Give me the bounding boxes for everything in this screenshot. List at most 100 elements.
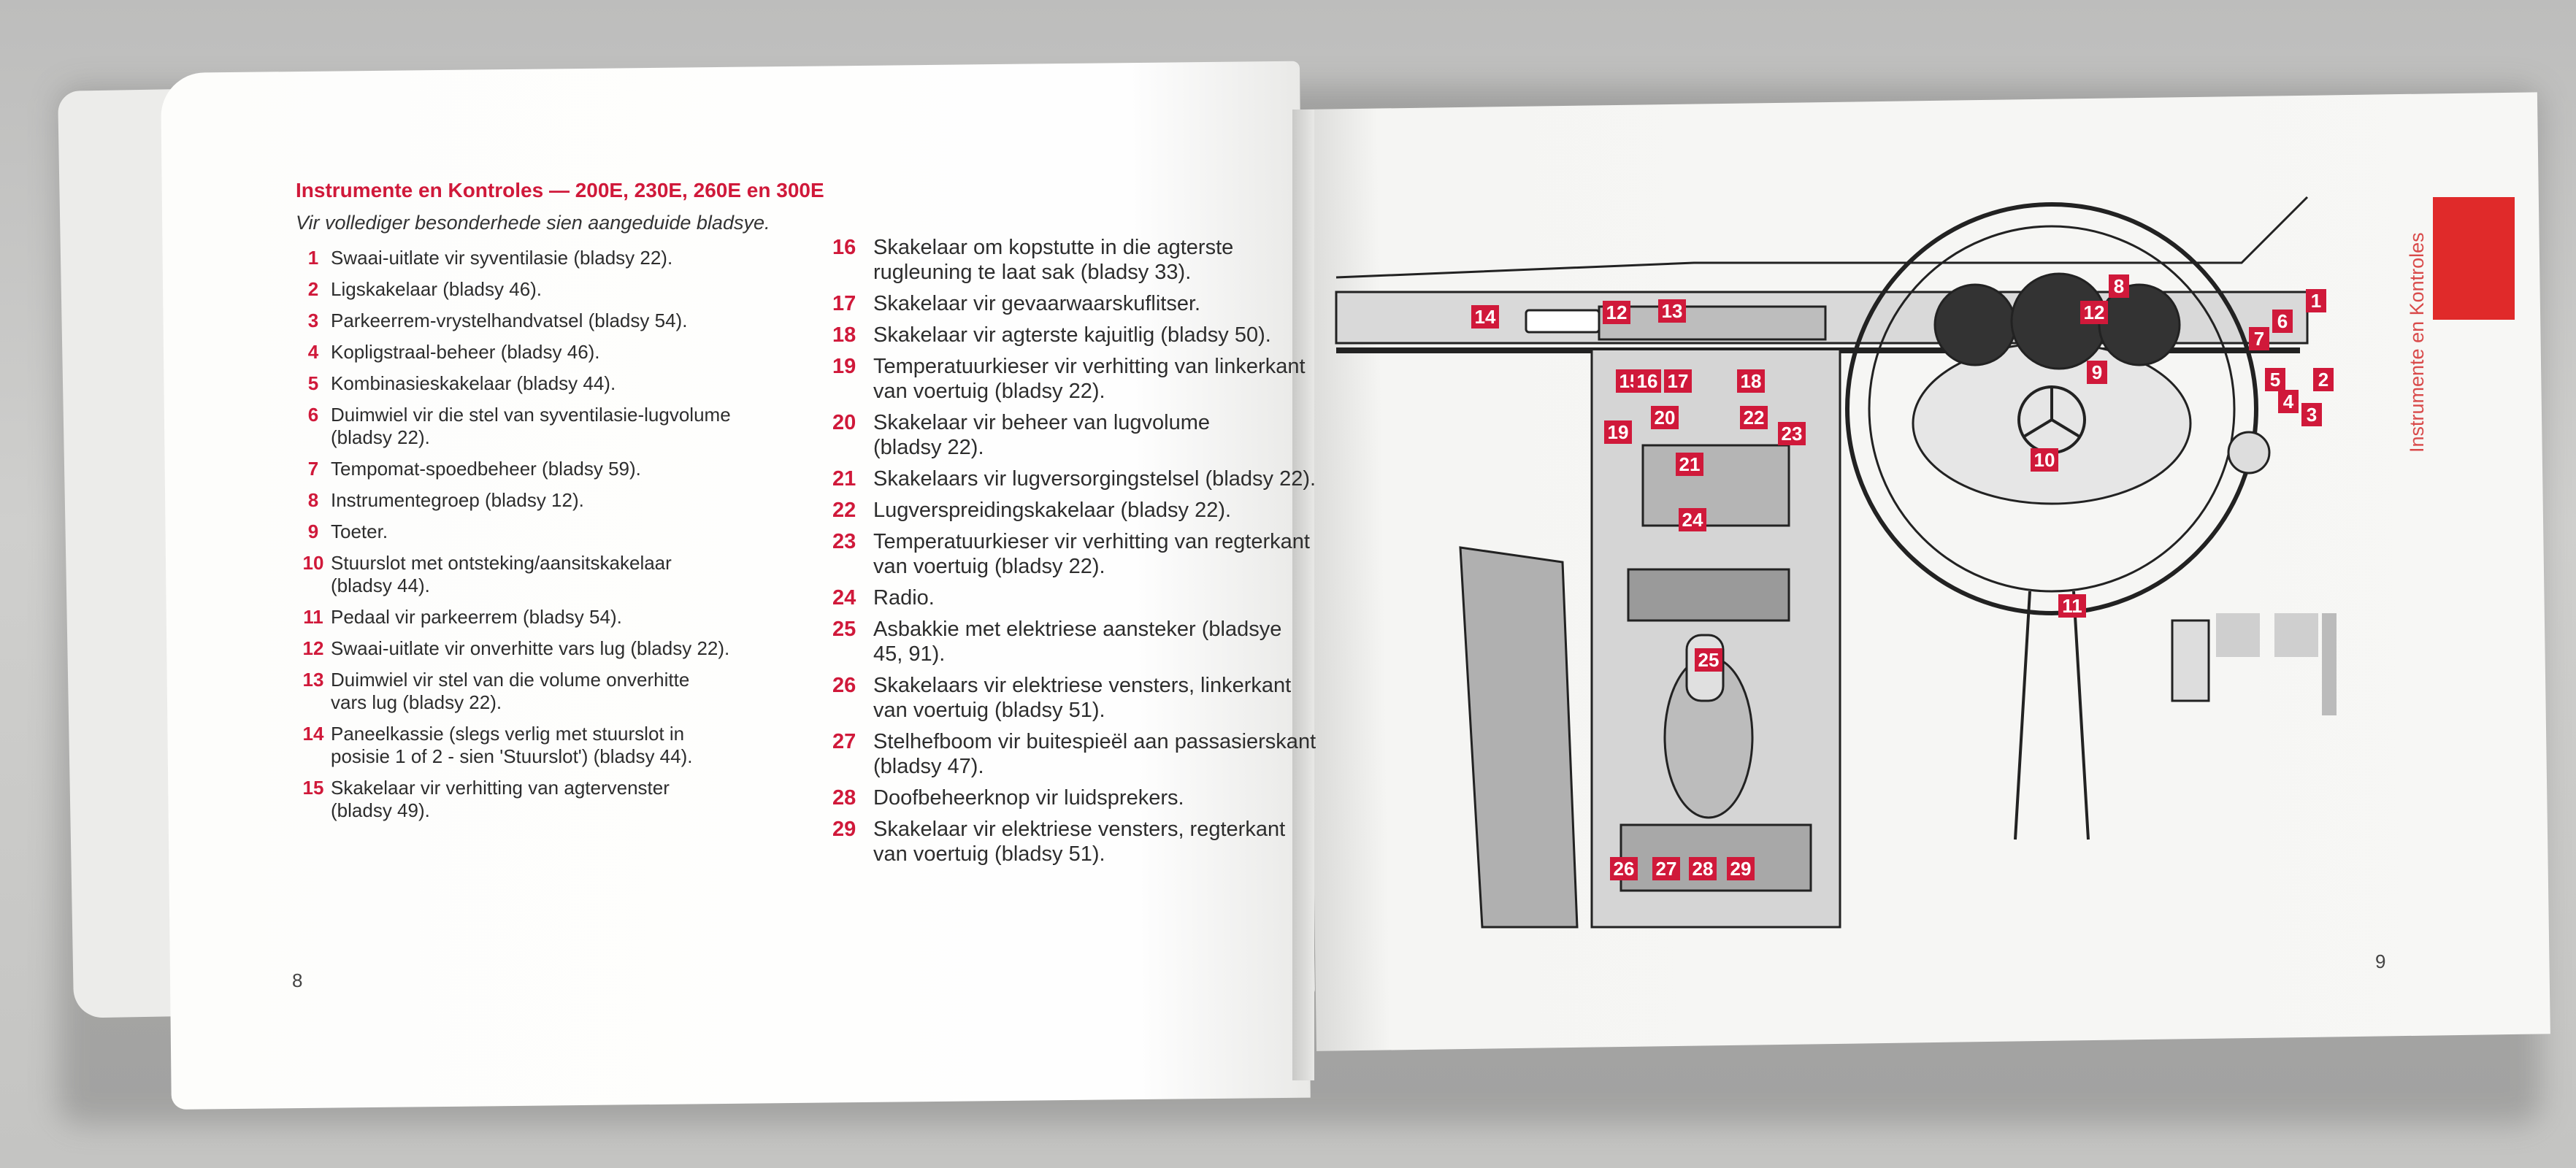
callout-marker	[2265, 368, 2285, 391]
steering-wheel-inner	[1868, 225, 2236, 593]
gauge-right	[2098, 283, 2181, 366]
legend-item-number: 2	[307, 278, 319, 300]
climate-controls	[1641, 444, 1790, 527]
callout-label: 20	[1655, 407, 1676, 429]
callout-marker	[2313, 368, 2334, 391]
callout-label: 3	[2307, 404, 2317, 426]
legend-item-number: 18	[832, 323, 856, 347]
legend-item-text: Kombinasieskakelaar (bladsy 44).	[331, 372, 616, 394]
callout-label: 27	[1656, 858, 1677, 880]
callout-label: 8	[2114, 275, 2124, 297]
callout-label: 17	[1668, 370, 1689, 392]
callout-marker	[1689, 857, 1717, 880]
legend-item-number: 4	[307, 341, 319, 363]
legend-item-number: 3	[307, 310, 319, 331]
legend-item-text: Radio.	[873, 586, 935, 610]
legend-item-text: Duimwiel vir stel van die volume onverhi…	[331, 669, 690, 713]
legend-item-number: 14	[302, 723, 324, 745]
left-trim	[1459, 546, 1579, 929]
page-subheading: Vir vollediger besonderhede sien aangedu…	[296, 212, 770, 234]
callout-marker	[1652, 857, 1680, 880]
page-heading: Instrumente en Kontroles — 200E, 230E, 2…	[296, 179, 824, 201]
book-gutter	[1292, 110, 1314, 1080]
legend-item-number: 26	[832, 674, 856, 697]
legend-item-text: Ligskakelaar (bladsy 46).	[331, 278, 543, 300]
legend-item-text: Tempomat-spoedbeheer (bladsy 59).	[331, 458, 641, 480]
callout-label: 4	[2283, 391, 2294, 412]
legend-item-number: 9	[307, 520, 319, 542]
legend-item-number: 5	[307, 372, 319, 394]
callout-marker	[2031, 448, 2058, 472]
callout-label: 1	[2311, 290, 2321, 312]
legend-item-number: 29	[832, 818, 856, 841]
callout-marker	[1471, 305, 1499, 328]
callout-label: 21	[1679, 453, 1701, 475]
legend-item-number: 13	[302, 669, 324, 691]
legend-item: 26 Skakelaars vir elektriese vensters, li…	[832, 673, 1300, 723]
callout-label: 2	[2318, 369, 2328, 391]
callout-label: 25	[1698, 649, 1720, 671]
pedal-brake	[2216, 613, 2260, 657]
callout-marker	[1658, 299, 1686, 323]
legend-item-text: Skakelaars vir elektriese vensters, link…	[873, 674, 1292, 722]
callout-marker	[2080, 301, 2108, 324]
callout-marker	[1727, 857, 1755, 880]
legend-item-number: 7	[307, 458, 319, 480]
callout-label: 5	[2270, 369, 2280, 391]
legend-item: 3 Parkeerrem-vrystelhandvatsel (bladsy 54…	[296, 310, 821, 332]
center-vents	[1598, 305, 1827, 341]
legend-item-text: Paneelkassie (slegs verlig met stuurslot…	[331, 723, 693, 767]
legend-item-number: 11	[303, 606, 323, 628]
legend-item-text: Duimwiel vir die stel van syventilasie-l…	[331, 404, 731, 448]
legend-item: 11 Pedaal vir parkeerrem (bladsy 54).	[296, 606, 821, 629]
legend-item-text: Skakelaar vir elektriese vensters, regte…	[873, 818, 1286, 866]
callout-marker	[2272, 310, 2293, 333]
legend-item: 29 Skakelaar vir elektriese vensters, reg…	[832, 817, 1300, 867]
legend-item-number: 19	[832, 355, 856, 378]
legend-item-number: 20	[832, 411, 856, 434]
legend-item-text: Parkeerrem-vrystelhandvatsel (bladsy 54)…	[331, 310, 688, 331]
callout-label: 16	[1637, 370, 1658, 392]
callout-marker	[1740, 406, 1768, 429]
page-number-right: 9	[2375, 950, 2386, 972]
legend-item-number: 27	[832, 730, 856, 753]
callout-marker	[2109, 274, 2129, 298]
radio-unit	[1627, 568, 1790, 622]
callout-marker	[1664, 369, 1692, 393]
callout-label: 7	[2254, 328, 2264, 350]
legend-item-text: Skakelaar vir verhitting van agtervenste…	[331, 777, 670, 821]
page-number-left: 8	[292, 969, 303, 991]
callout-marker	[2301, 403, 2322, 426]
section-tab-marker	[2433, 197, 2515, 320]
callout-marker	[2058, 594, 2086, 618]
pedal-clutch	[2274, 613, 2318, 657]
callout-label: 26	[1614, 858, 1635, 880]
callout-label: 12	[1606, 301, 1628, 323]
dash-top-outline	[1335, 196, 2309, 279]
callout-label: 22	[1744, 407, 1765, 429]
callout-marker	[1651, 406, 1679, 429]
callout-marker	[1737, 369, 1765, 393]
legend-item-text: Swaai-uitlate vir onverhitte vars lug (b…	[331, 637, 730, 659]
steering-wheel-rim	[1845, 202, 2258, 615]
callout-marker	[2278, 390, 2299, 413]
legend-item-number: 8	[307, 489, 319, 511]
light-switch	[2227, 431, 2271, 474]
legend-item-text: Skakelaar vir beheer van lugvolume (blad…	[873, 411, 1211, 459]
legend-item-text: Pedaal vir parkeerrem (bladsy 54).	[331, 606, 622, 628]
